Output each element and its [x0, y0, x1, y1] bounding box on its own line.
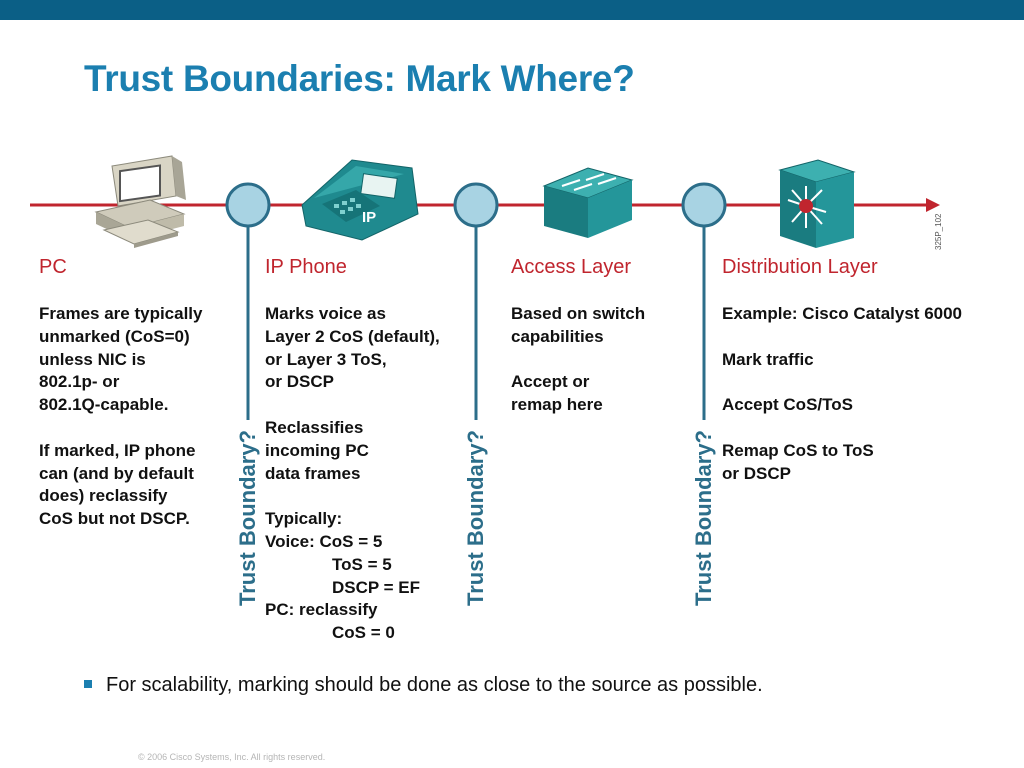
text-line: data frames [265, 463, 361, 483]
ip-phone-label: IP [362, 209, 376, 226]
text-line: unmarked (CoS=0) [39, 326, 190, 346]
pc-icon [94, 155, 186, 248]
trust-boundary-circle-1 [225, 182, 271, 228]
text-line: or DSCP [265, 372, 334, 392]
column-access-layer: Access Layer Based on switch capabilitie… [511, 256, 645, 417]
column-body-pc: Frames are typically unmarked (CoS=0) un… [39, 303, 202, 531]
ip-phone-icon: IP [301, 159, 419, 241]
text-line: Voice: CoS = 5 [265, 531, 383, 551]
text-line: PC: reclassify [265, 600, 378, 620]
network-path-arrow [926, 198, 940, 212]
column-heading-distribution-layer: Distribution Layer [722, 256, 878, 278]
trust-boundary-circle-2 [453, 182, 499, 228]
text-line: or DSCP [722, 463, 791, 483]
text-line: CoS but not DSCP. [39, 509, 190, 529]
column-body-ip-phone: Marks voice as Layer 2 CoS (default), or… [265, 303, 440, 645]
text-line: can (and by default [39, 463, 194, 483]
bullet-text: For scalability, marking should be done … [106, 674, 763, 696]
trust-boundary-label-1: Trust Boundary? [235, 429, 260, 606]
column-pc: PC Frames are typically unmarked (CoS=0)… [39, 256, 202, 531]
text-line: Based on switch [511, 304, 646, 323]
copyright-footer: © 2006 Cisco Systems, Inc. All rights re… [138, 752, 326, 762]
text-line: Reclassifies [265, 417, 364, 437]
text-line: Remap CoS to ToS [722, 440, 874, 460]
text-line: or Layer 3 ToS, [265, 349, 387, 369]
text-line: Layer 2 CoS (default), [265, 326, 440, 346]
text-line: capabilities [511, 326, 604, 346]
trust-boundary-label-3: Trust Boundary? [691, 429, 716, 606]
column-heading-pc: PC [39, 256, 67, 278]
column-heading-ip-phone: IP Phone [265, 256, 347, 278]
square-bullet-icon [84, 679, 92, 688]
text-line: ToS = 5 [332, 554, 392, 574]
bullet-item: For scalability, marking should be done … [84, 674, 763, 697]
text-line: 802.1p- or [39, 372, 120, 392]
text-line: unless NIC is [39, 349, 146, 369]
layer3-switch-icon [778, 159, 856, 248]
text-line: Mark traffic [722, 349, 814, 369]
text-line: Accept or [511, 372, 590, 392]
text-line: remap here [511, 395, 603, 415]
slide-title: Trust Boundaries: Mark Where? [84, 58, 635, 99]
trust-boundary-label-2: Trust Boundary? [463, 429, 488, 606]
text-line: Typically: [265, 509, 343, 529]
text-line: CoS = 0 [332, 623, 395, 643]
text-line: DSCP = EF [332, 577, 421, 597]
text-line: incoming PC [265, 440, 369, 460]
top-banner [0, 0, 1024, 20]
column-distribution-layer: Distribution Layer Example: Cisco Cataly… [722, 256, 962, 485]
text-line: does) reclassify [39, 486, 168, 506]
column-body-distribution-layer: Example: Cisco Catalyst 6000 Mark traffi… [722, 303, 962, 485]
text-line: Frames are typically [39, 304, 203, 323]
figure-code: 325P_102 [934, 213, 943, 250]
text-line: Accept CoS/ToS [722, 395, 853, 415]
text-line: If marked, IP phone [39, 440, 196, 460]
column-body-access-layer: Based on switch capabilities Accept or r… [511, 303, 645, 417]
text-line: Example: Cisco Catalyst 6000 [722, 304, 963, 323]
text-line: 802.1Q-capable. [39, 395, 169, 415]
column-heading-access-layer: Access Layer [511, 256, 632, 278]
trust-boundary-circle-3 [681, 182, 727, 228]
network-diagram: IP [30, 155, 940, 420]
column-ip-phone: IP Phone Marks voice as Layer 2 CoS (def… [265, 256, 440, 645]
switch-icon [542, 167, 634, 238]
text-line: Marks voice as [265, 304, 386, 323]
